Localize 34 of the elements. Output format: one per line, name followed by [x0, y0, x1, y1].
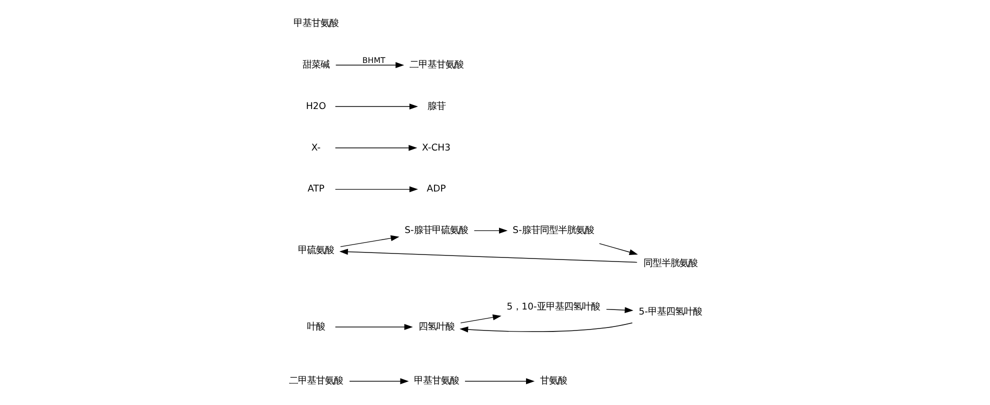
node-text: 腺苷 [426, 100, 445, 112]
node-text: X-CH3 [421, 142, 450, 154]
arrow [334, 144, 417, 151]
node-text: ADP [426, 184, 446, 195]
arrow [334, 104, 418, 110]
arrow [460, 314, 501, 324]
node-text: H2O [305, 100, 326, 112]
arrow [338, 248, 637, 263]
arrow [464, 378, 534, 384]
node-text: 5，10-亚甲基四氢叶酸 [506, 301, 600, 312]
arrow [606, 307, 633, 314]
node-text: 叶酸 [306, 321, 325, 332]
arrow [459, 322, 632, 332]
arrow [473, 228, 508, 234]
node-text: 甜菜碱 [302, 60, 330, 71]
node-text: S-腺苷甲硫氨酸 [404, 225, 468, 236]
node-text: 二甲基甘氨酸 [288, 376, 343, 387]
node-text: 甲硫氨酸 [298, 245, 334, 256]
arrow [340, 235, 399, 248]
node-text: S-腺苷同型半胱氨酸 [512, 225, 594, 236]
arrow [348, 378, 408, 384]
node-text: 甲基甘氨酸 [413, 376, 458, 387]
node-text: 同型半胱氨酸 [642, 258, 697, 269]
node-text: 四氢叶酸 [418, 321, 454, 332]
arrow [334, 62, 404, 68]
node-text: X- [310, 142, 320, 154]
node-text: 5-甲基四氢叶酸 [638, 306, 702, 318]
label: 甲基甘氨酸 [293, 18, 338, 30]
arrow [598, 243, 638, 256]
node-text: ATP [307, 184, 324, 195]
node-text: 甘氨酸 [539, 376, 566, 387]
node-text: 二甲基甘氨酸 [408, 60, 463, 71]
arrow [334, 324, 412, 330]
arrow [334, 186, 418, 192]
